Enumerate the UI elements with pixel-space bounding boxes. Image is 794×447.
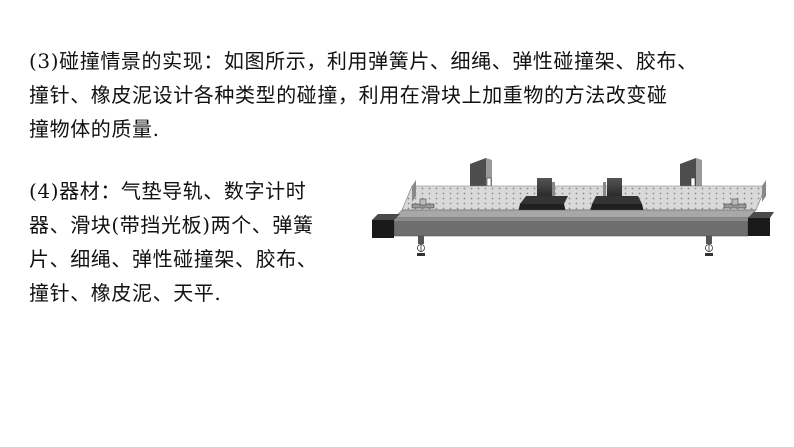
right-foot-screw bbox=[705, 236, 713, 256]
text-line: 撞针、橡皮泥设计各种类型的碰撞，利用在滑块上加重物的方法改变碰 bbox=[29, 83, 668, 107]
left-bumper bbox=[411, 198, 435, 209]
paragraph-collision-setup: (3)碰撞情景的实现：如图所示，利用弹簧片、细绳、弹性碰撞架、胶布、 撞针、橡皮… bbox=[29, 44, 698, 146]
text-line: 器、滑块(带挡光板)两个、弹簧 bbox=[29, 213, 314, 237]
text-line: (3)碰撞情景的实现：如图所示，利用弹簧片、细绳、弹性碰撞架、胶布、 bbox=[29, 49, 698, 73]
track-front-face bbox=[393, 209, 757, 219]
left-end-block bbox=[372, 214, 400, 238]
text-line: (4)器材：气垫导轨、数字计时 bbox=[29, 179, 307, 203]
text-line: 撞物体的质量. bbox=[29, 117, 160, 141]
text-line: 片、细绳、弹性碰撞架、胶布、 bbox=[29, 247, 318, 271]
air-track-illustration bbox=[372, 158, 774, 256]
right-bumper bbox=[723, 198, 747, 209]
right-end-block bbox=[748, 212, 774, 236]
paragraph-equipment: (4)器材：气垫导轨、数字计时 器、滑块(带挡光板)两个、弹簧 片、细绳、弹性碰… bbox=[29, 174, 317, 310]
text-line: 撞针、橡皮泥、天平. bbox=[29, 281, 222, 305]
left-foot-screw bbox=[417, 236, 425, 256]
